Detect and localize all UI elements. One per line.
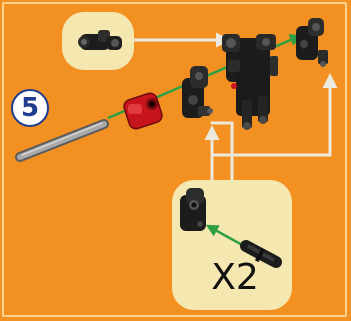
callout-bottom-pin <box>240 240 282 268</box>
callout-bottom-connector <box>180 188 206 231</box>
step-number: 5 <box>20 93 40 123</box>
callout-top-part <box>78 30 122 50</box>
red-bushing <box>123 92 163 130</box>
quantity-label: X2 <box>211 257 259 298</box>
end-connector <box>296 18 328 67</box>
step-number-badge: 5 <box>11 89 49 127</box>
arrow-up-left <box>210 121 234 180</box>
main-assembly <box>222 34 278 130</box>
black-angle-connector <box>182 66 213 118</box>
axle <box>15 119 109 162</box>
flow-arrows <box>134 32 338 180</box>
arrow-sub-to-end <box>212 73 338 157</box>
frame-border <box>2 2 347 317</box>
